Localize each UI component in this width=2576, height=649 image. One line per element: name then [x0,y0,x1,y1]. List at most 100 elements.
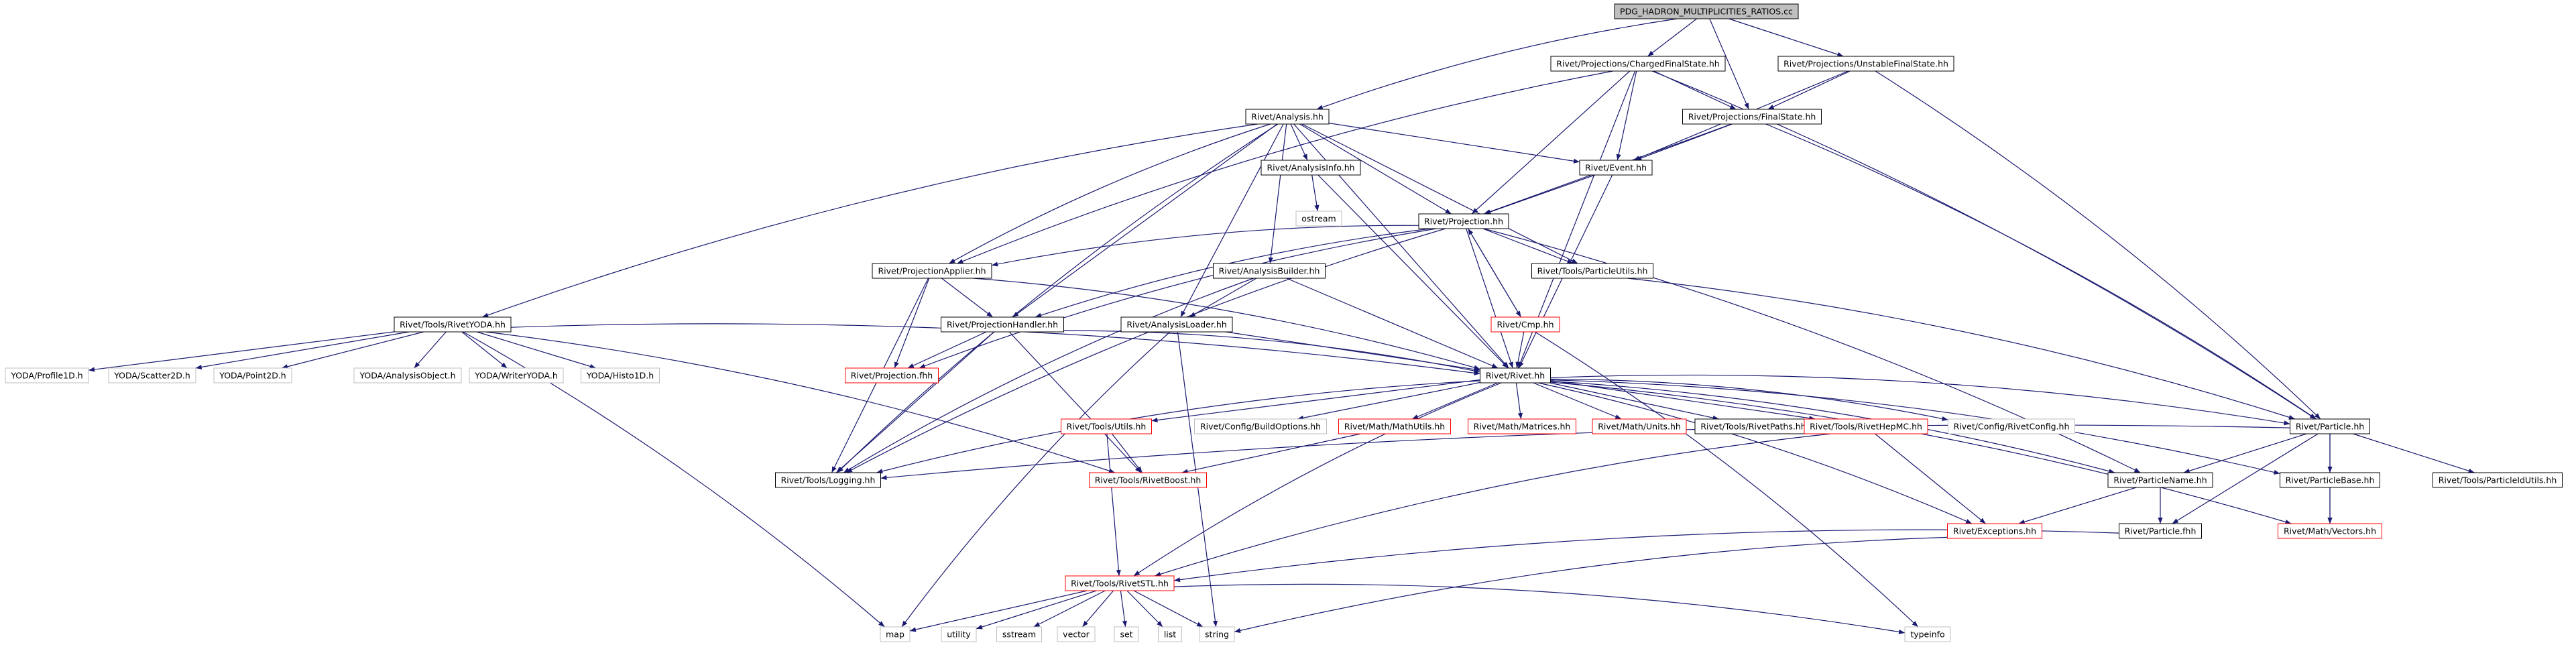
edge-abuilder-to-rivet [1286,278,1499,369]
node-box [1065,575,1175,591]
edge-rivet-to-particle [1550,374,2290,426]
node-abuilder[interactable]: Rivet/AnalysisBuilder.hh [1213,263,1326,279]
node-phandler[interactable]: Rivet/ProjectionHandler.hh [941,316,1064,333]
edge-proj-to-papplier [991,225,1419,267]
node-rconfig: Rivet/Config/RivetConfig.hh [1948,418,2075,434]
edge-aloader-to-map [901,331,1171,628]
node-cmp[interactable]: Rivet/Cmp.hh [1490,316,1560,333]
node-particlefhh[interactable]: Rivet/Particle.fhh [2119,523,2202,539]
node-label: YODA/Scatter2D.h [113,371,190,381]
node-box [1338,418,1451,434]
node-box [1614,3,1799,19]
node-pbase[interactable]: Rivet/ParticleBase.hh [2280,472,2380,488]
node-box [1592,418,1687,434]
node-hepmc[interactable]: Rivet/Tools/RivetHepMC.hh [1804,418,1928,434]
node-label: Rivet/Math/Units.hh [1598,422,1681,432]
node-box [1531,263,1653,279]
node-box [1579,160,1653,176]
edge-cfs-to-proj [1471,70,1631,215]
node-box [2278,523,2382,539]
node-proj[interactable]: Rivet/Projection.hh [1418,213,1509,229]
node-box [5,367,89,384]
node-box [1682,109,1822,125]
node-label: Rivet/Tools/ParticleIdUtils.hh [2439,475,2557,485]
node-ryoda[interactable]: Rivet/Tools/RivetYODA.hh [394,316,512,333]
node-root[interactable]: PDG_HADRON_MULTIPLICITIES_RATIOS.cc [1614,3,1799,19]
node-label: Rivet/Projections/ChargedFinalState.hh [1556,59,1719,69]
node-papplier[interactable]: Rivet/ProjectionApplier.hh [872,263,992,279]
edge-analysis-to-event [1328,123,1580,164]
edge-rivet-to-pname [1550,380,2115,474]
edge-particle-to-logging [880,424,2290,480]
node-label: set [1120,630,1132,640]
node-cfs[interactable]: Rivet/Projections/ChargedFinalState.hh [1550,56,1726,72]
edge-pname-to-exceptions [2018,487,2137,524]
node-box [2280,472,2380,488]
node-label: map [886,630,904,640]
edge-ryoda-to-point2d [281,331,424,369]
edge-fs-to-particle [1765,123,2317,420]
node-tutils[interactable]: Rivet/Tools/Utils.hh [1061,418,1152,434]
edge-rivet-to-tutils [1151,379,1480,423]
node-set: set [1114,626,1139,642]
node-pname[interactable]: Rivet/ParticleName.hh [2107,472,2213,488]
node-string: string [1199,626,1235,642]
node-logging[interactable]: Rivet/Tools/Logging.hh [775,472,881,488]
edge-root-to-analysis [1316,18,1678,110]
edge-rivet-to-vectors [1550,381,2292,524]
node-label: YODA/AnalysisObject.h [359,371,455,381]
node-matrices[interactable]: Rivet/Math/Matrices.hh [1468,418,1576,434]
node-aloader[interactable]: Rivet/AnalysisLoader.hh [1120,316,1233,333]
edge-papplier-to-rivet [973,278,1480,370]
node-box [1468,418,1576,434]
node-box [1061,418,1152,434]
node-scatter2d: YODA/Scatter2D.h [108,367,196,384]
edge-analysis-to-papplier [949,123,1271,264]
node-exceptions[interactable]: Rivet/Exceptions.hh [1947,523,2042,539]
node-box [2107,472,2213,488]
node-rstl[interactable]: Rivet/Tools/RivetSTL.hh [1065,575,1175,591]
edge-rivet-to-pbase [1550,379,2280,475]
node-projfhh[interactable]: Rivet/Projection.fhh [845,367,939,384]
edge-ryoda-to-scatter2d [195,331,410,370]
node-putils[interactable]: Rivet/Tools/ParticleUtils.hh [1531,263,1653,279]
node-box [2290,418,2370,434]
node-mathutils[interactable]: Rivet/Math/MathUtils.hh [1338,418,1451,434]
edge-cmp-to-rivet [1515,331,1525,369]
node-fs[interactable]: Rivet/Projections/FinalState.hh [1682,109,1822,125]
edge-exceptions-to-string [1234,536,1948,633]
edge-rstl-to-typeinfo [1173,583,1906,634]
node-label: Rivet/Math/MathUtils.hh [1344,422,1445,432]
edge-mathutils-to-rboost [1181,433,1361,474]
node-ufs[interactable]: Rivet/Projections/UnstableFinalState.hh [1777,56,1954,72]
node-rboost[interactable]: Rivet/Tools/RivetBoost.hh [1089,472,1207,488]
edge-proj-to-rivet [1466,228,1513,369]
node-vectors[interactable]: Rivet/Math/Vectors.hh [2278,523,2382,539]
node-event[interactable]: Rivet/Event.hh [1579,160,1653,176]
node-label: YODA/Histo1D.h [586,371,654,381]
edge-rivet-to-rpaths [1549,382,1719,420]
node-units[interactable]: Rivet/Math/Units.hh [1592,418,1687,434]
node-aobject: YODA/AnalysisObject.h [353,367,462,384]
edge-abuilder-to-logging [843,278,1254,473]
node-analysis[interactable]: Rivet/Analysis.hh [1245,109,1330,125]
node-ainfo[interactable]: Rivet/AnalysisInfo.hh [1261,160,1361,176]
node-rivet[interactable]: Rivet/Rivet.hh [1480,367,1551,384]
node-label: YODA/Profile1D.h [10,371,82,381]
node-box [1947,523,2042,539]
edge-root-to-ufs [1729,18,1844,57]
node-label: Rivet/Tools/RivetHepMC.hh [1810,422,1922,432]
node-label: Rivet/AnalysisLoader.hh [1126,320,1226,330]
node-particle[interactable]: Rivet/Particle.hh [2290,418,2370,434]
node-box [1777,56,1954,72]
edge-rivet-to-units [1533,382,1622,420]
node-ostream: ostream [1295,211,1342,227]
node-box [996,626,1042,642]
node-pidutils[interactable]: Rivet/Tools/ParticleIdUtils.hh [2433,472,2563,488]
edge-cmp-to-typeinfo [1534,331,1919,628]
node-utility: utility [941,626,977,642]
node-label: Rivet/Tools/RivetYODA.hh [400,320,506,330]
node-rpaths[interactable]: Rivet/Tools/RivetPaths.hh [1694,418,1812,434]
edge-putils-to-particle [1627,278,2295,420]
